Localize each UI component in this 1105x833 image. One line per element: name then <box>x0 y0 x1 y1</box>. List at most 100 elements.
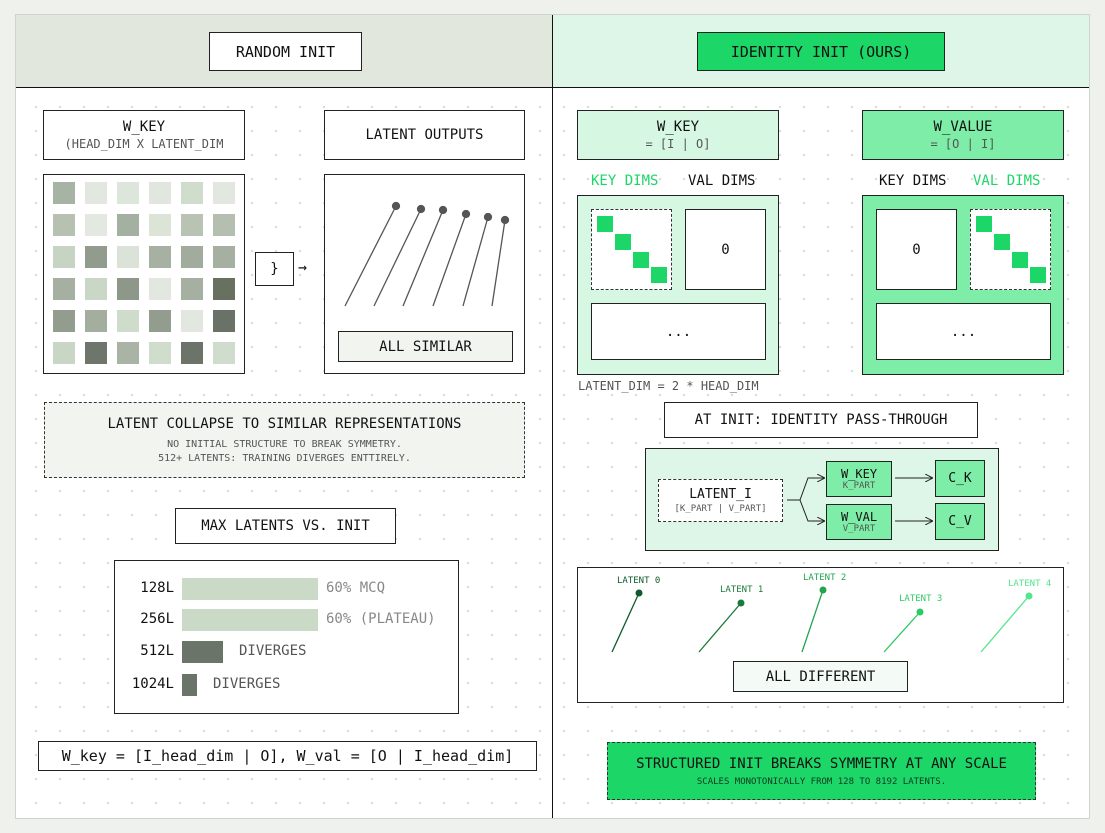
wkey-identity-title: W_KEY <box>656 119 700 135</box>
wvalue-identity-sub: = [O | I] <box>930 137 996 151</box>
similar-vector-5 <box>491 219 506 307</box>
all-similar-label: ALL SIMILAR <box>338 331 513 362</box>
latent-vector-2-tip <box>819 586 827 594</box>
wvalue-zero-block: 0 <box>876 209 957 290</box>
similar-vector-1 <box>373 208 422 307</box>
random-weight-matrix <box>43 174 245 374</box>
weight-cell <box>117 246 139 268</box>
weight-cell <box>181 342 203 364</box>
similar-vector-2-tip <box>438 205 448 215</box>
weight-cell <box>53 214 75 236</box>
weight-cell <box>213 342 235 364</box>
similar-vector-0-tip <box>391 201 401 211</box>
structured-init-callout: STRUCTURED INIT BREAKS SYMMETRY AT ANY S… <box>607 742 1036 800</box>
weight-cell <box>181 182 203 204</box>
diag-cell <box>976 216 992 232</box>
weight-cell <box>213 278 235 300</box>
weight-cell <box>149 246 171 268</box>
collapse-line1: NO INITIAL STRUCTURE TO BREAK SYMMETRY. <box>167 439 402 450</box>
init-formula: W_key = [I_head_dim | O], W_val = [O | I… <box>38 741 537 771</box>
weight-cell <box>181 214 203 236</box>
diag-cell <box>615 234 631 250</box>
random-init-title: RANDOM INIT <box>209 32 362 71</box>
diag-cell <box>1012 252 1028 268</box>
flow-arrow-to-wval <box>799 499 824 521</box>
arrow-right-icon: → <box>298 258 308 276</box>
wkey-identity-label: W_KEY = [I | O] <box>577 110 779 160</box>
wkey-key-dims-label: KEY DIMS <box>591 173 659 189</box>
ck-node: C_K <box>935 460 985 497</box>
diag-cell <box>994 234 1010 250</box>
weight-cell <box>85 310 107 332</box>
wkey-val-dims-label: VAL DIMS <box>688 173 756 189</box>
latent-collapse-callout: LATENT COLLAPSE TO SIMILAR REPRESENTATIO… <box>44 402 525 478</box>
weight-cell <box>85 278 107 300</box>
bar-mark <box>182 674 197 696</box>
structured-title: STRUCTURED INIT BREAKS SYMMETRY AT ANY S… <box>636 755 1007 772</box>
weight-cell <box>53 246 75 268</box>
similar-vector-4 <box>462 216 489 307</box>
wkey-random-sub: (HEAD_DIM X LATENT_DIM <box>64 137 224 151</box>
weight-cell <box>117 182 139 204</box>
diag-cell <box>597 216 613 232</box>
latent-vector-4 <box>980 595 1030 653</box>
latent-i-sub: [K_PART | V_PART] <box>674 504 767 514</box>
weight-cell <box>117 310 139 332</box>
wvalue-rest-block: ... <box>876 303 1051 360</box>
bar-category-label: 512L <box>140 643 174 659</box>
weight-cell <box>117 214 139 236</box>
wkey-random-title: W_KEY <box>122 119 166 135</box>
collapse-line2: 512+ LATENTS: TRAINING DIVERGES ENTTIREL… <box>158 453 411 464</box>
weight-cell <box>149 278 171 300</box>
weight-cell <box>85 246 107 268</box>
latent-vector-0 <box>611 592 640 653</box>
similar-vector-2 <box>402 209 444 307</box>
wkey-random-label: W_KEY (HEAD_DIM X LATENT_DIM <box>43 110 245 160</box>
similar-vector-4-tip <box>483 212 493 222</box>
weight-cell <box>53 310 75 332</box>
brace-symbol: } <box>255 252 294 286</box>
weight-cell <box>213 182 235 204</box>
diag-cell <box>633 252 649 268</box>
latent-3-label: LATENT 3 <box>899 594 943 604</box>
flow-wkey-sub: K_PART <box>842 481 876 491</box>
latent-vector-3-tip <box>916 608 924 616</box>
latent-i-title: LATENT_I <box>689 487 752 502</box>
weight-cell <box>53 342 75 364</box>
identity-passthrough-label: AT INIT: IDENTITY PASS-THROUGH <box>664 402 978 438</box>
bar-category-label: 1024L <box>131 676 174 692</box>
collapse-title: LATENT COLLAPSE TO SIMILAR REPRESENTATIO… <box>107 416 462 432</box>
latent-4-label: LATENT 4 <box>1008 579 1052 589</box>
identity-init-title: IDENTITY INIT (OURS) <box>697 32 945 71</box>
bar-value-label: DIVERGES <box>239 643 307 659</box>
bar-mark <box>182 641 223 663</box>
bar-value-label: 60% (PLATEAU) <box>326 611 436 627</box>
wvalue-identity-label: W_VALUE = [O | I] <box>862 110 1064 160</box>
weight-cell <box>149 342 171 364</box>
weight-cell <box>181 246 203 268</box>
weight-cell <box>53 182 75 204</box>
latent-dim-note: LATENT_DIM = 2 * HEAD_DIM <box>578 379 759 393</box>
bar-category-label: 256L <box>140 611 174 627</box>
flow-wkey-title: W_KEY <box>840 467 878 481</box>
flow-wval-node: W_VAL V_PART <box>826 504 892 540</box>
similar-vector-0 <box>344 205 397 307</box>
wkey-identity-sub: = [I | O] <box>645 137 711 151</box>
latent-1-label: LATENT 1 <box>720 585 764 595</box>
latent-outputs-label: LATENT OUTPUTS <box>324 110 525 160</box>
latent-vector-1-tip <box>737 599 745 607</box>
flow-wval-title: W_VAL <box>840 510 878 524</box>
weight-cell <box>85 214 107 236</box>
wkey-rest-block: ... <box>591 303 766 360</box>
latent-vector-2 <box>801 589 824 653</box>
column-divider <box>552 15 553 818</box>
similar-vector-3-tip <box>461 209 471 219</box>
random-weight-grid <box>53 182 243 372</box>
weight-cell <box>181 310 203 332</box>
weight-cell <box>117 278 139 300</box>
wval-val-dims-label: VAL DIMS <box>973 173 1041 189</box>
chart-title: MAX LATENTS VS. INIT <box>175 508 396 544</box>
